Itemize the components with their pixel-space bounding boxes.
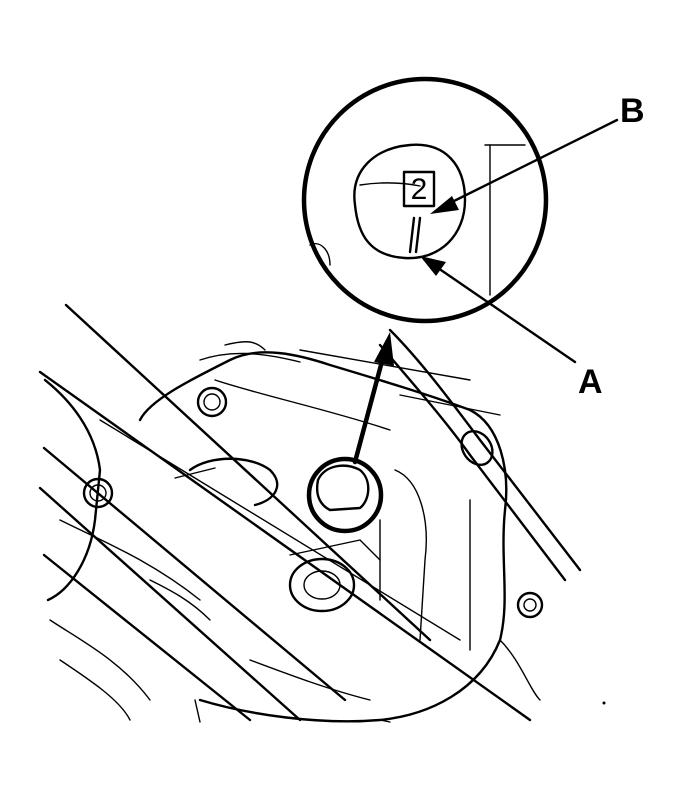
stray-dot: [602, 701, 606, 705]
bolt-head-right: [516, 591, 544, 619]
bolt-head-upper: [196, 386, 228, 418]
engine-body: [38, 303, 582, 723]
callout-b-leader: [430, 118, 619, 214]
timing-mark-number: 2: [402, 170, 436, 208]
zoom-arrow: [352, 332, 394, 465]
bolt-head-left: [82, 477, 114, 509]
timing-mark-number-text: 2: [411, 173, 428, 206]
callout-a-leader: [420, 256, 577, 364]
magnified-view: 2: [301, 76, 549, 324]
callout-label-a: A: [578, 363, 603, 401]
callout-label-b: B: [620, 92, 645, 130]
inspection-hole: [306, 456, 384, 534]
